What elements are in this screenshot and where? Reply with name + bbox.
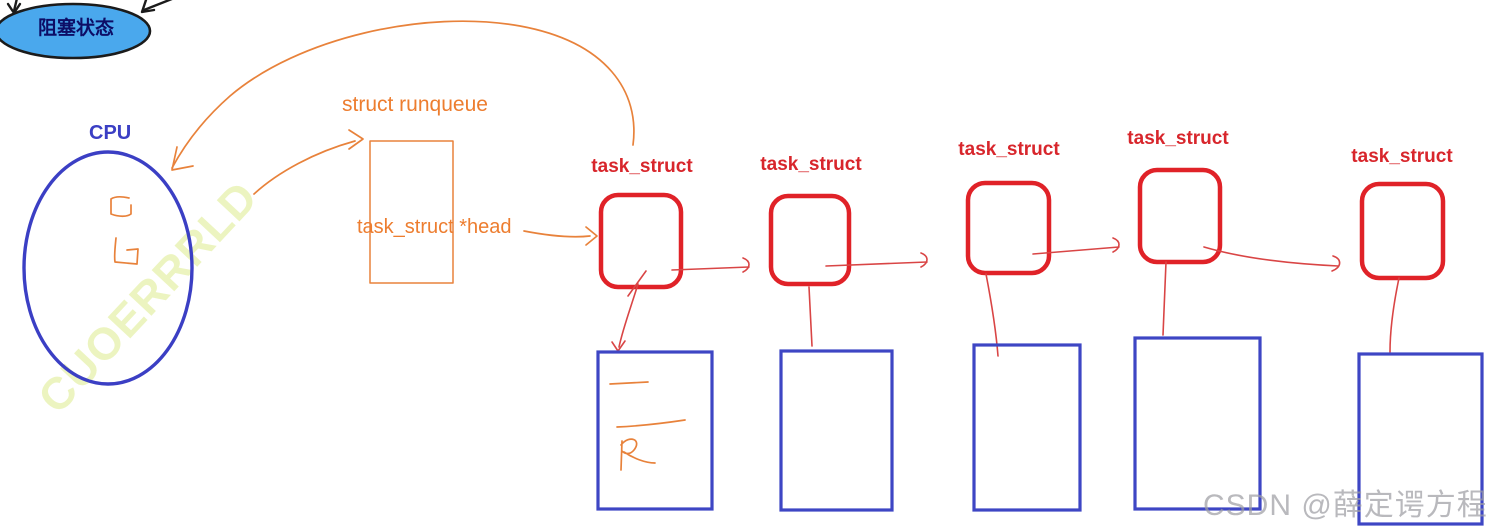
csdn-watermark: CSDN @薛定谔方程难 <box>1203 489 1488 522</box>
task-node-5 <box>1359 181 1446 281</box>
memory-block-5 <box>1357 352 1484 526</box>
blocked-state-ellipse <box>0 2 152 60</box>
next-link-1 <box>671 266 750 271</box>
node-1-slash <box>627 270 647 297</box>
runqueue-head-field: task_struct *head <box>357 216 512 238</box>
incoming-arrow-right-head-icon <box>140 0 156 14</box>
head-pointer-arrow-head-icon <box>585 226 598 246</box>
task-struct-label-5: task_struct <box>1351 146 1453 167</box>
down-link-3 <box>985 273 999 357</box>
next-link-4 <box>1203 246 1339 267</box>
runqueue-box <box>369 140 454 284</box>
task-struct-label-3: task_struct <box>958 139 1060 160</box>
cpu-ellipse <box>22 150 194 386</box>
cpu-to-runqueue-arrow-head-icon <box>348 129 364 150</box>
next-link-2-head-icon <box>920 252 928 268</box>
task-node-3 <box>965 180 1052 276</box>
next-link-3 <box>1032 246 1120 255</box>
next-link-2 <box>825 261 928 267</box>
cpu-to-runqueue-arrow <box>253 140 356 195</box>
runqueue-title: struct runqueue <box>342 93 488 116</box>
blocked-state-label: 阻塞状态 <box>37 18 114 39</box>
memory-block-3 <box>972 343 1082 512</box>
task-struct-label-2: task_struct <box>760 154 862 175</box>
next-link-1-head-icon <box>742 257 750 273</box>
cycle-arrow <box>171 20 635 169</box>
task-node-2 <box>768 193 852 287</box>
incoming-arrow-left <box>12 0 18 13</box>
blocked-state-group <box>0 0 173 60</box>
task-struct-nodes <box>598 167 1446 290</box>
down-link-2 <box>808 286 813 347</box>
cpu-label: CPU <box>89 122 132 144</box>
block1-mark-line1 <box>609 381 649 385</box>
memory-block-1 <box>596 350 714 511</box>
down-link-5 <box>1389 277 1400 353</box>
memory-block-2 <box>779 349 894 512</box>
cycle-arrow-head-icon <box>171 146 194 171</box>
memory-block-4 <box>1133 336 1262 511</box>
memory-blocks <box>596 336 1484 526</box>
task-node-4 <box>1137 167 1223 265</box>
cpu-scribble-1 <box>110 196 132 218</box>
head-pointer-arrow <box>523 230 591 238</box>
task-struct-label-4: task_struct <box>1127 128 1229 149</box>
down-link-4 <box>1162 261 1167 336</box>
task-struct-label-1: task_struct <box>591 156 693 177</box>
cpu-group <box>22 150 194 386</box>
next-link-3-head-icon <box>1112 237 1120 253</box>
block1-mark-r-squiggle <box>620 438 656 471</box>
cpu-scribble-2 <box>113 237 139 265</box>
red-links <box>611 237 1400 357</box>
task-node-1 <box>598 192 684 290</box>
next-link-4-head-icon <box>1331 255 1341 272</box>
incoming-arrow-right <box>142 0 173 12</box>
block1-mark-line2 <box>616 419 686 428</box>
incoming-arrow-left-head-icon <box>6 2 22 15</box>
orange-annotations <box>110 20 686 471</box>
down-link-1 <box>618 283 639 348</box>
